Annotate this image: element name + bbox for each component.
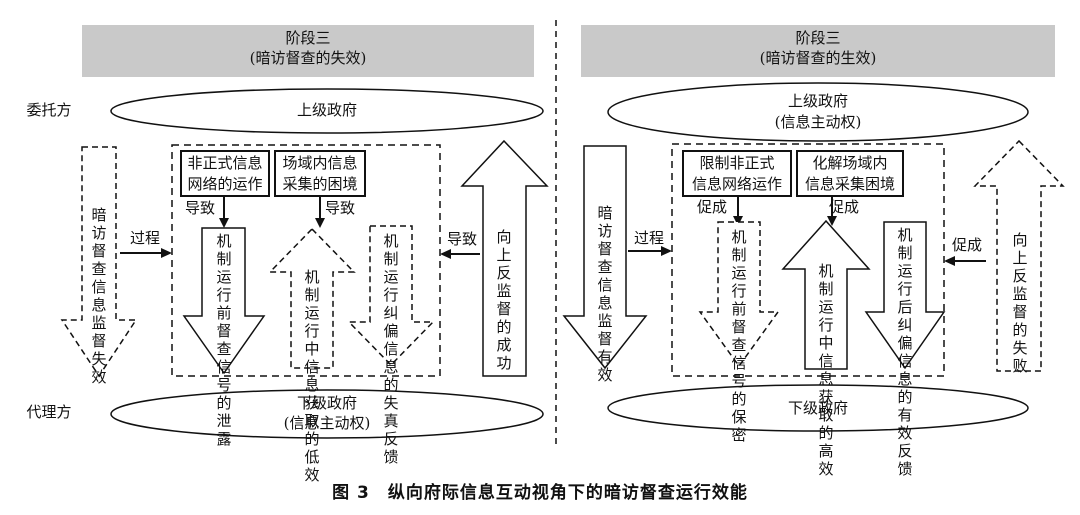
- right-outer-right-arrow-text: 向上反监督的失败: [1012, 231, 1028, 375]
- left-box-informal-network: 非正式信息 网络的运作: [180, 150, 270, 197]
- left-box-field-dilemma: 场域内信息 采集的困境: [274, 150, 366, 197]
- left-process-arrowhead: [161, 248, 172, 258]
- right-process-arrowhead: [661, 246, 672, 256]
- right-lead2-arrowhead: [827, 216, 837, 226]
- left-lower-gov-sub: (信息主动权): [283, 414, 371, 432]
- right-mechanism-frame: [671, 143, 945, 377]
- right-lead-right-arrowhead: [944, 256, 955, 266]
- right-outer-down-arrow: [562, 145, 648, 370]
- left-outer-right-arrow-text: 向上反监督的成功: [496, 228, 512, 372]
- right-lead1-label: 促成: [696, 198, 727, 216]
- left-role-top-label: 委托方: [26, 101, 72, 119]
- left-mechanism-frame: [171, 144, 441, 377]
- right-process-label: 过程: [633, 229, 664, 247]
- right-stage-title: 阶段三 (暗访督查的生效): [759, 29, 877, 67]
- right-arrow1-text: 机制运行前督查信号的保密: [731, 228, 747, 444]
- left-stage-header: 阶段三 (暗访督查的失效): [82, 25, 534, 77]
- left-arrow1-down: [182, 227, 266, 375]
- left-lead1-arrowhead: [219, 218, 229, 228]
- left-lead-right-label: 导致: [446, 230, 477, 248]
- left-lead-right-arrowhead: [440, 249, 451, 259]
- right-upper-gov-sub: (信息主动权): [774, 113, 862, 131]
- right-upper-gov-ellipse: [607, 82, 1029, 142]
- right-box-limit-network: 限制非正式 信息网络运作: [682, 150, 792, 197]
- right-lead-right-label: 促成: [951, 236, 982, 254]
- right-arrow3-text: 机制运行后纠偏信息的有效反馈: [897, 226, 913, 478]
- right-stage-header: 阶段三 (暗访督查的生效): [581, 25, 1055, 77]
- figure-caption: 图 3 纵向府际信息互动视角下的暗访督查运行效能: [332, 483, 748, 503]
- right-box-resolve-dilemma: 化解场域内 信息采集困境: [796, 150, 904, 197]
- right-upper-gov-label: 上级政府: [787, 92, 848, 110]
- left-lead1-label: 导致: [184, 199, 215, 217]
- right-lead2-label: 促成: [828, 198, 859, 216]
- left-lead2-label: 导致: [324, 199, 355, 217]
- left-arrow3-text: 机制运行纠偏信息的失真反馈: [383, 232, 399, 466]
- right-arrow1-down: [698, 221, 780, 368]
- left-lead2-arrowhead: [315, 218, 325, 228]
- right-lower-gov-label: 下级政府: [787, 399, 848, 417]
- left-outer-up-arrow: [460, 139, 549, 377]
- left-outer-left-arrow-text: 暗访督查信息监督失效: [91, 206, 107, 386]
- right-arrow3-down: [864, 221, 946, 370]
- right-outer-up-arrow: [973, 139, 1065, 372]
- left-process-label: 过程: [129, 229, 160, 247]
- right-arrow2-text: 机制运行中信息获取的高效: [818, 262, 834, 478]
- left-stage-title: 阶段三 (暗访督查的失效): [249, 29, 367, 67]
- left-outer-down-arrow: [60, 146, 138, 378]
- right-arrow2-up: [781, 219, 871, 370]
- right-outer-left-arrow-text: 暗访督查信息监督有效: [597, 204, 613, 384]
- right-lead1-arrowhead: [733, 216, 743, 226]
- left-lower-gov-label: 下级政府: [296, 394, 357, 412]
- left-arrow1-text: 机制运行前督查信号的泄露: [216, 232, 232, 448]
- left-role-bottom-label: 代理方: [26, 403, 72, 421]
- left-lower-gov-ellipse: [110, 389, 544, 439]
- left-upper-gov-label: 上级政府: [296, 101, 357, 119]
- left-arrow2-text: 机制运行中信息获取的低效: [304, 268, 320, 484]
- right-lower-gov-ellipse: [607, 384, 1029, 432]
- left-arrow2-up: [268, 227, 356, 369]
- left-upper-gov-ellipse: [110, 88, 544, 134]
- left-arrow3-down: [347, 225, 435, 367]
